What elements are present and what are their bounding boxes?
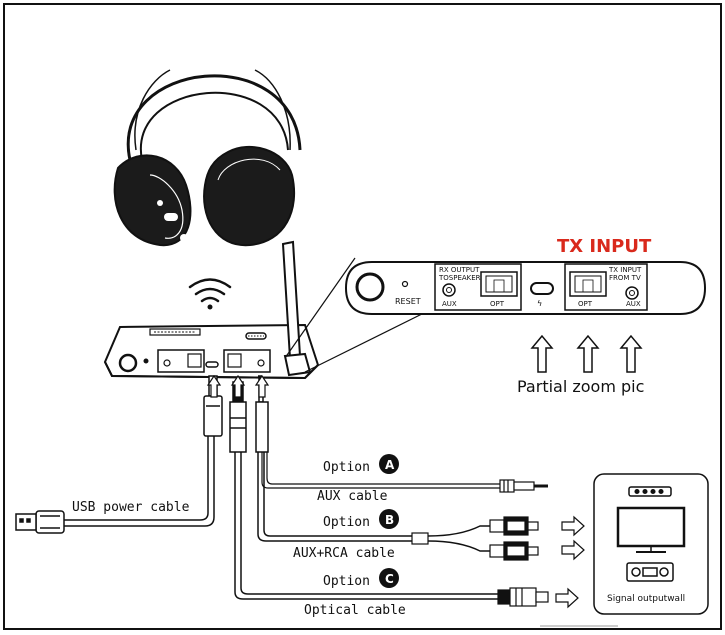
transmitter-device xyxy=(103,240,320,380)
usb-symbol-label: ϟ xyxy=(537,299,542,308)
option-a-label: Option xyxy=(323,460,370,475)
tx-aux-label: AUX xyxy=(626,300,641,308)
signal-output-label: Signal outputwall xyxy=(607,594,685,604)
zoom-caption: Partial zoom pic xyxy=(517,377,644,396)
option-c-badge-bg xyxy=(379,568,399,588)
aux-plug xyxy=(499,479,548,493)
rx-opt-label: OPT xyxy=(490,300,505,308)
device-plug-arrows xyxy=(206,374,270,398)
aux-rca-cable-label: AUX+RCA cable xyxy=(293,546,395,561)
usb-cable-label: USB power cable xyxy=(72,500,190,515)
pointer-arrows xyxy=(530,334,643,373)
option-c-label: Option xyxy=(323,574,370,589)
tx-input-line1: TX INPUT xyxy=(608,266,642,274)
option-c-badge: C xyxy=(385,572,394,586)
signal-output-box xyxy=(593,473,709,615)
rca-plugs xyxy=(411,516,539,561)
option-a-badge-bg xyxy=(379,454,399,474)
tx-input-line2: FROM TV xyxy=(609,274,641,282)
usb-plug xyxy=(15,510,65,534)
headphones xyxy=(113,69,302,247)
output-arrows xyxy=(555,515,585,609)
outer-frame xyxy=(3,3,722,630)
option-b-badge-bg xyxy=(379,509,399,529)
optical-cable-label: Optical cable xyxy=(304,603,406,618)
option-b-label: Option xyxy=(323,515,370,530)
aux-cable-label: AUX cable xyxy=(317,489,388,504)
option-a-badge: A xyxy=(385,458,395,472)
reset-label: RESET xyxy=(395,297,421,306)
option-b-badge: B xyxy=(385,513,394,527)
rx-output-line1: RX OUTPUT xyxy=(439,266,480,274)
tx-input-title: TX INPUT xyxy=(557,236,652,257)
rx-output-line2: TOSPEAKER xyxy=(438,274,481,282)
rx-aux-label: AUX xyxy=(442,300,457,308)
zoom-lines xyxy=(284,257,441,373)
zoomed-panel xyxy=(344,261,707,315)
cables xyxy=(62,436,502,600)
tx-opt-label: OPT xyxy=(578,300,593,308)
optical-plug xyxy=(497,587,549,607)
wireless-signal-icon xyxy=(188,278,232,310)
